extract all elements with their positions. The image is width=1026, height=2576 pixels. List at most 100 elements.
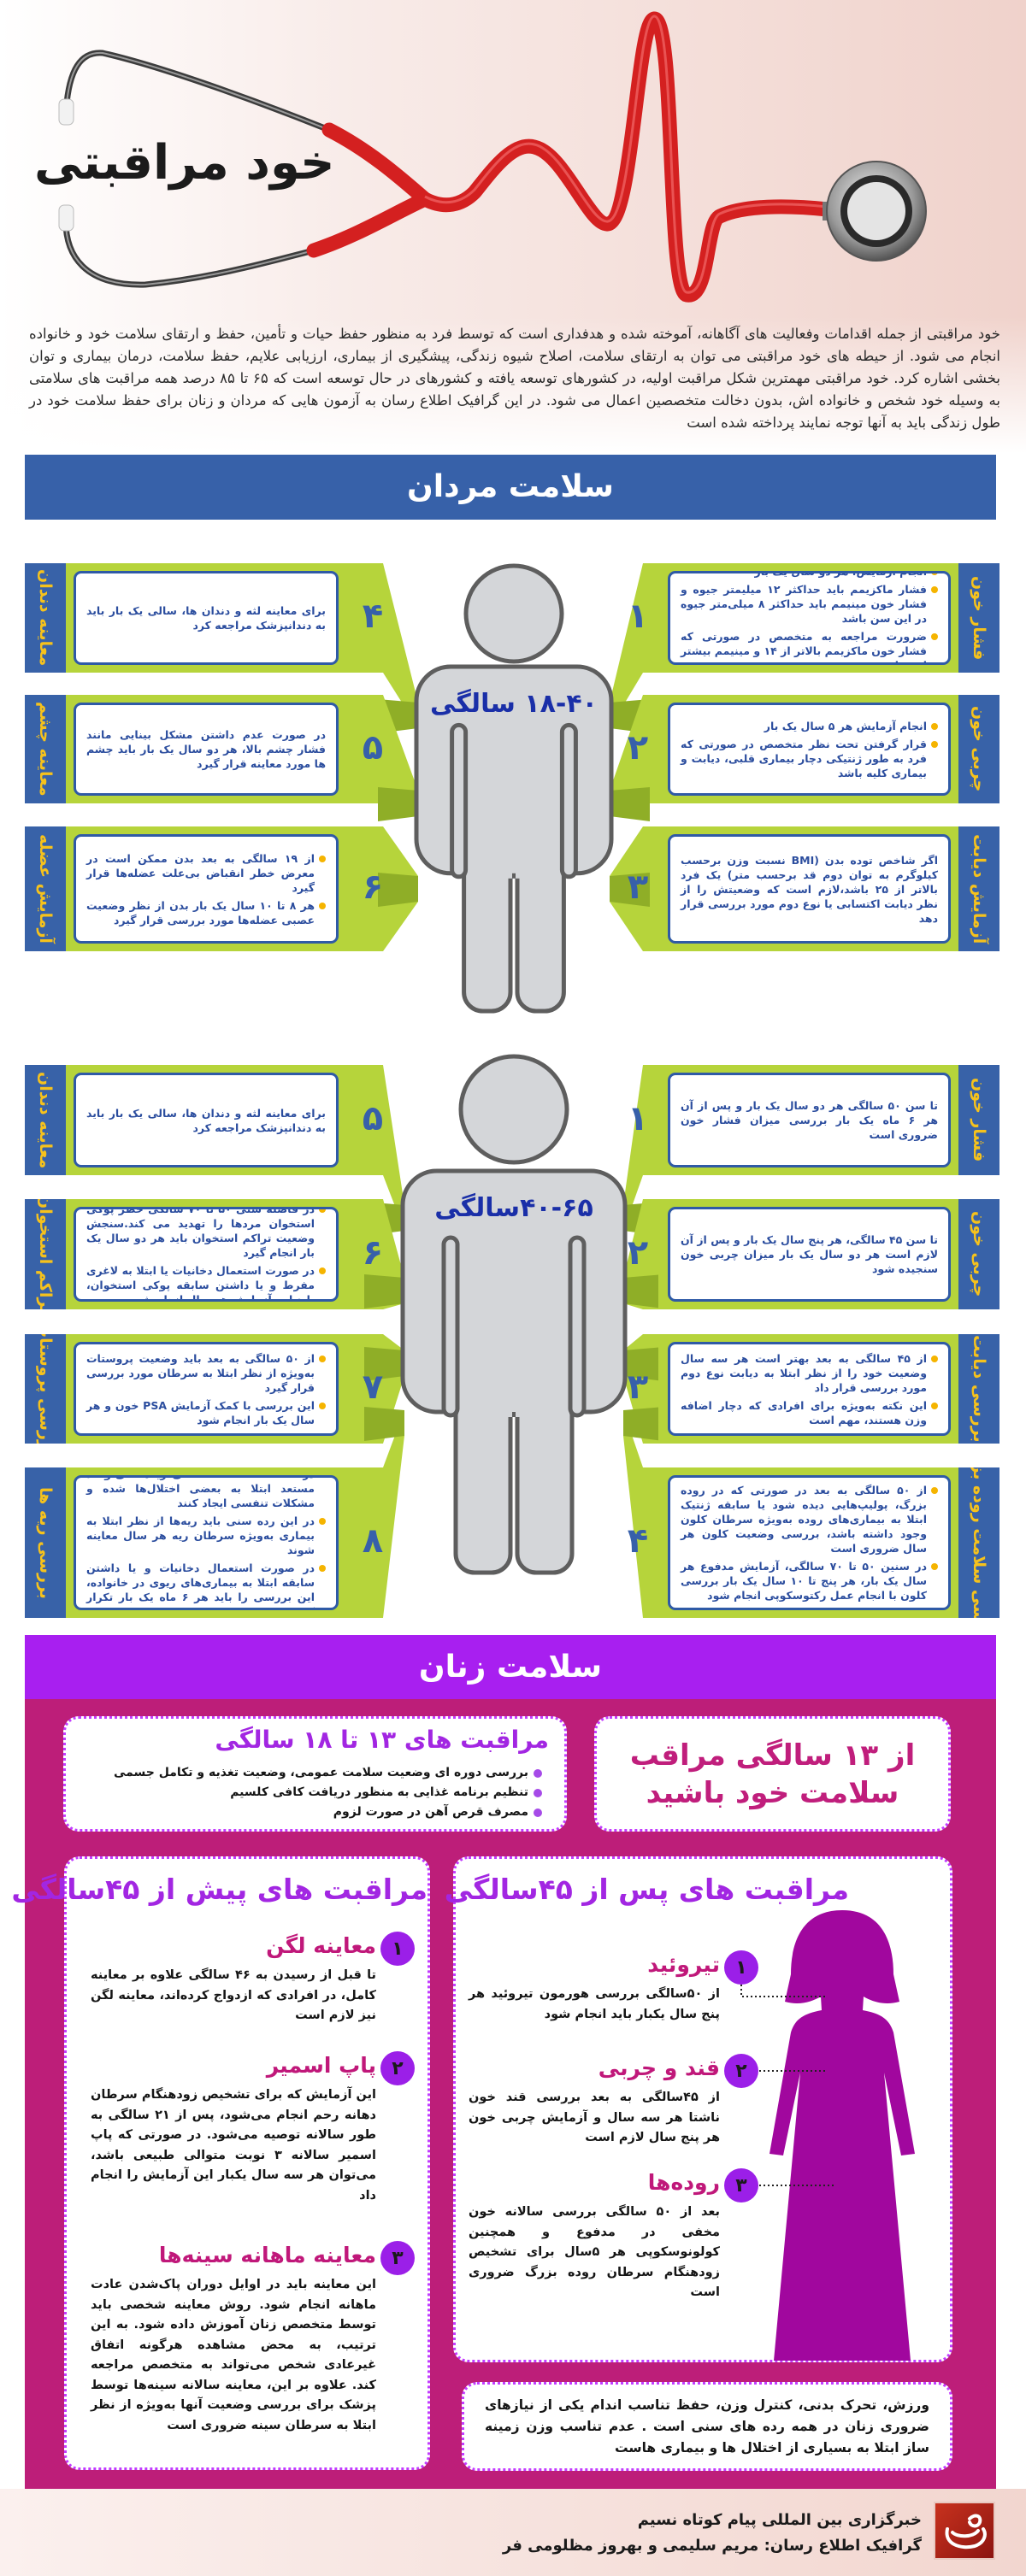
fitness-text: ورزش، تحرک بدنی، کنترل وزن، حفظ تناسب ان… xyxy=(485,2397,929,2455)
checkup-text: تا سن ۴۵ سالگی، هر پنج سال یک بار و پس ا… xyxy=(681,1233,938,1275)
checkup-number: ۱ xyxy=(627,597,649,636)
teen-care-title: مراقبت های ۱۳ تا ۱۸ سالگی xyxy=(215,1726,549,1754)
teen-care-list: بررسی دوره ای وضعیت سلامت عمومی، وضعیت ت… xyxy=(80,1763,542,1822)
checkup-description-box: تا سن ۴۵ سالگی، هر پنج سال یک بار و پس ا… xyxy=(668,1207,951,1302)
page-title: خود مراقبتی xyxy=(34,135,335,191)
step-text: این آزمایش که برای تشخیص زودهنگام سرطان … xyxy=(91,2088,376,2203)
motto-line-1: از ۱۳ سالگی مراقب xyxy=(629,1738,916,1773)
checkup-bullet: انجام آزمایش، هر دو سال یک بار xyxy=(681,573,938,579)
checkup-number: ۶ xyxy=(362,867,384,907)
step-text: از ۵۰سالگی بررسی هورمون تیروئید هر پنج س… xyxy=(469,1987,720,2021)
footer-background xyxy=(0,2489,1026,2576)
connector-wedge-shade xyxy=(610,873,650,907)
checkup-description-box: در صورت عدم داشتن مشکل بینایی مانند فشار… xyxy=(74,703,339,796)
checkup-label-tab: تراکم استخوان xyxy=(25,1199,66,1309)
woman-silhouette-icon xyxy=(770,1910,915,2361)
checkup-number: ۵ xyxy=(362,727,384,768)
connector-wedge xyxy=(623,1065,658,1231)
checkup-bullet: قرار گرفتن تحت نظر متخصص در صورتی که فرد… xyxy=(681,737,938,780)
checkup-bullet: از ۵۰ سالگی به بعد در صورتی که در روده ب… xyxy=(681,1483,938,1556)
connector-wedge-shade xyxy=(364,1407,404,1441)
checkup-text: برای معاینه لثه و دندان ها، سالی یک بار … xyxy=(86,604,326,632)
connector-wedge-shade xyxy=(610,787,650,821)
teen-care-item: بررسی دوره ای وضعیت سلامت عمومی، وضعیت ت… xyxy=(80,1763,542,1783)
checkup-label-tab: بررسی پروستات xyxy=(25,1334,66,1444)
checkup-description-box: اگر شاخص توده بدن (BMI نسبت وزن برحسب کی… xyxy=(668,834,951,944)
step-text: از ۴۵سالگی به بعد بررسی قند خون ناشتا هر… xyxy=(469,2091,720,2144)
checkup-label-tab: معاینه دندان xyxy=(25,563,66,673)
teen-care-card: مراقبت های ۱۳ تا ۱۸ سالگی بررسی دوره ای … xyxy=(63,1716,567,1832)
man-torso-fill xyxy=(466,838,562,879)
checkup-description-box: برای معاینه لثه و دندان ها، سالی یک بار … xyxy=(74,571,339,665)
checkup-description-box: در فاصله سنی ۵۰ تا ۷۰ سالگی خطر پوکی است… xyxy=(74,1207,339,1302)
checkup-label-tab: بررسی سلامت روده بزرگ xyxy=(958,1467,999,1618)
step-text: بعد از ۵۰ سالگی بررسی سالانه خون مخفی در… xyxy=(469,2205,720,2299)
step-text: تا قبل از رسیدن به ۴۶ سالگی علاوه بر معا… xyxy=(91,1968,376,2022)
checkup-text: در صورت عدم داشتن مشکل بینایی مانند فشار… xyxy=(86,728,326,770)
checkup-number: ۶ xyxy=(362,1232,384,1273)
men-health-banner: سلامت مردان xyxy=(25,455,996,520)
checkup-number: ۷ xyxy=(362,1367,384,1407)
checkup-description-box: در فاصله ۵۵ تا ۸۸ سالگی ریه‌ها می‌توانند… xyxy=(74,1475,339,1610)
checkup-bullet: در فاصله سنی ۵۰ تا ۷۰ سالگی خطر پوکی است… xyxy=(86,1209,326,1260)
step-heading: تیروئید xyxy=(647,1952,720,1977)
checkup-bullet: از ۴۵ سالگی به بعد بهتر است هر سه سال وض… xyxy=(681,1351,938,1395)
checkup-label-tab: آزمایش دیابت xyxy=(958,826,999,951)
step-heading: معاینه ماهانه سینه‌ها xyxy=(158,2243,376,2267)
checkup-label-tab: چربی خون xyxy=(958,695,999,803)
checkup-bullet: از ۵۰ سالگی به بعد باید وضعیت پروستات به… xyxy=(86,1351,326,1395)
checkup-bullet: این بررسی با کمک آزمایش PSA خون و هر سال… xyxy=(86,1398,326,1427)
men-section: معاینه دندان برای معاینه لثه و دندان ها، … xyxy=(25,563,999,1618)
checkup-label-tab: معاینه چشم xyxy=(25,695,66,803)
connector-wedge xyxy=(353,695,418,816)
post45-title: مراقبت های پس از ۴۵سالگی xyxy=(444,1873,849,1906)
connector-wedge-shade xyxy=(378,787,418,821)
fitness-card: ورزش، تحرک بدنی، کنترل وزن، حفظ تناسب ان… xyxy=(462,2382,952,2471)
checkup-bullet: فشار ماکزیمم باید حداکثر ۱۲ میلیمتر جیوه… xyxy=(681,582,938,626)
checkup-label-tab: چربی خون xyxy=(958,1199,999,1309)
checkup-bullet: در این رده سنی باید ریه‌ها از نظر ابتلا … xyxy=(86,1514,326,1557)
man-head xyxy=(463,563,564,664)
pre45-title: مراقبت های پیش از ۴۵سالگی xyxy=(11,1873,428,1906)
teen-care-item: مصرف قرص آهن در صورت لزوم xyxy=(80,1803,542,1822)
checkup-description-box: از ۵۰ سالگی به بعد در صورتی که در روده ب… xyxy=(668,1475,951,1610)
checkup-description-box: تا سن ۵۰ سالگی هر دو سال یک بار و پس از … xyxy=(668,1073,951,1167)
connector-wedge xyxy=(353,1410,404,1618)
step-heading: روده‌ها xyxy=(647,2170,720,2195)
checkup-bullet: از ۱۹ سالگی به بعد بدن ممکن است در معرض … xyxy=(86,851,326,895)
step-badge: ۳ xyxy=(724,2168,758,2203)
step-badge: ۲ xyxy=(724,2054,758,2088)
checkup-label-tab: فشار خون xyxy=(958,563,999,673)
checkup-label-tab: آزمایش عضله xyxy=(25,826,66,951)
checkup-bullet: ضرورت مراجعه به متخصص در صورتی که فشار خ… xyxy=(681,629,938,662)
checkup-number: ۱ xyxy=(627,1098,649,1138)
connector-wedge-shade xyxy=(623,1407,663,1441)
checkup-description-box: از ۱۹ سالگی به بعد بدن ممکن است در معرض … xyxy=(74,834,339,944)
motto-card: از ۱۳ سالگی مراقب سلامت خود باشید xyxy=(594,1716,951,1832)
men-figures-layer xyxy=(353,563,663,1618)
man-torso-fill xyxy=(458,1378,569,1417)
step-heading: معاینه لگن xyxy=(266,1933,376,1958)
intro-paragraph: خود مراقبتی از جمله اقدامات وفعالیت های … xyxy=(29,326,1001,431)
checkup-label-tab: بررسی ریه ها xyxy=(25,1467,66,1618)
checkup-number: ۳ xyxy=(627,867,649,907)
nasim-logo-icon xyxy=(934,2502,995,2560)
checkup-number: ۳ xyxy=(627,1367,649,1407)
step-badge: ۲ xyxy=(380,2051,415,2085)
checkup-number: ۲ xyxy=(627,1232,649,1273)
step-badge: ۱ xyxy=(380,1932,415,1966)
connector-wedge-shade xyxy=(378,873,418,907)
teen-care-item: تنظیم برنامه غذایی به منظور دریافت کافی … xyxy=(80,1783,542,1803)
checkup-number: ۵ xyxy=(362,1098,384,1138)
checkup-number: ۴ xyxy=(627,1521,649,1561)
checkup-bullet: در صورت استعمال دخانیات و یا داشتن سابقه… xyxy=(86,1561,326,1608)
checkup-bullet: در فاصله ۵۵ تا ۸۸ سالگی ریه‌ها می‌توانند… xyxy=(86,1478,326,1510)
connector-wedge-shade xyxy=(623,1274,663,1309)
man-right-arm-slit xyxy=(568,1235,587,1418)
man-left-arm-slit xyxy=(450,722,469,879)
step-text: این معاینه باید در اوایل دوران پاک‌شدن ع… xyxy=(91,2278,376,2432)
footer-credits: خبرگزاری بین المللی پیام کوتاه نسیم گراف… xyxy=(503,2508,922,2559)
step-badge: ۱ xyxy=(724,1950,758,1985)
connector-wedge-shade xyxy=(623,1347,663,1381)
checkup-label-tab: بررسی دیابت xyxy=(958,1334,999,1444)
